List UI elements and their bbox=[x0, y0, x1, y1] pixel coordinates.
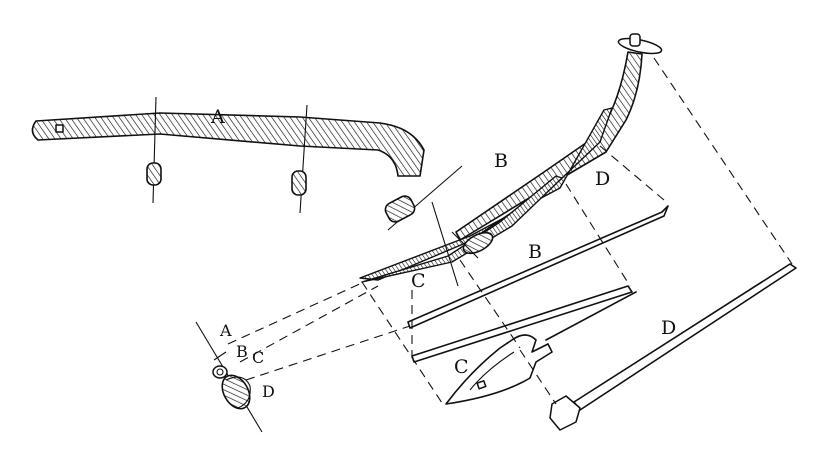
label-b-detail: B bbox=[236, 342, 248, 361]
label-b-rod: B bbox=[528, 241, 542, 263]
handle-d bbox=[455, 33, 663, 241]
label-c-mouldboard: C bbox=[411, 270, 426, 292]
construction-lines bbox=[227, 57, 793, 407]
label-d-rod: D bbox=[661, 317, 676, 339]
label-c-detail: C bbox=[252, 348, 264, 367]
beam-wedges bbox=[146, 96, 463, 231]
part-b-blade bbox=[411, 285, 633, 363]
label-d-detail: D bbox=[262, 382, 275, 401]
part-b-rod bbox=[407, 205, 669, 329]
label-d-handle: D bbox=[595, 168, 610, 190]
label-a-detail: A bbox=[219, 321, 232, 340]
mouldboard-c bbox=[361, 175, 563, 287]
label-c-share: C bbox=[454, 356, 469, 378]
beam-hole bbox=[55, 124, 64, 133]
label-b-share: B bbox=[494, 150, 508, 172]
beam-a bbox=[31, 112, 425, 177]
part-d-rod bbox=[549, 263, 797, 431]
part-c-share bbox=[445, 291, 637, 405]
label-a-beam: A bbox=[210, 106, 225, 128]
assembly-detail bbox=[195, 321, 263, 433]
handle-grip bbox=[617, 37, 663, 55]
